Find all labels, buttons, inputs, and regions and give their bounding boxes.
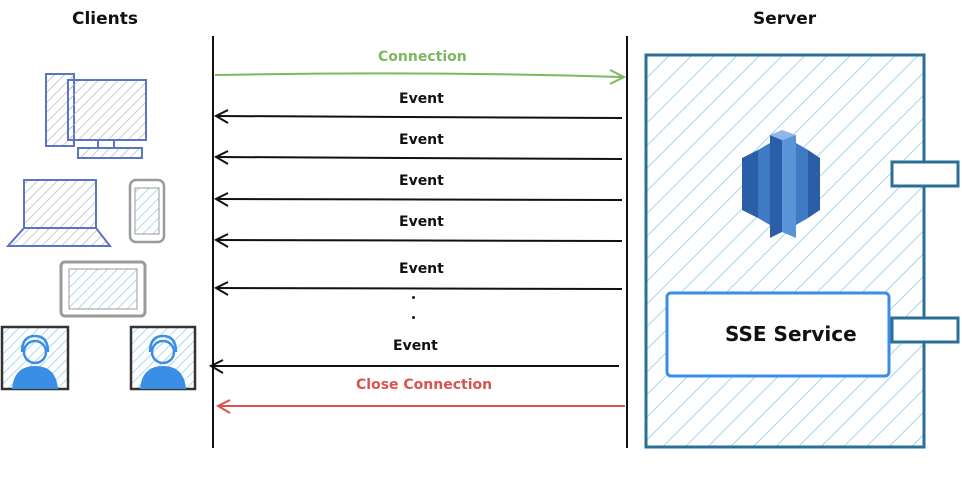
event-arrow <box>208 359 619 374</box>
connection-arrow <box>214 69 627 85</box>
close-connection-label: Close Connection <box>356 377 493 393</box>
event-label: Event <box>399 214 444 230</box>
user-avatar-icon <box>129 325 197 391</box>
event-arrow <box>213 150 623 165</box>
event-label: Event <box>399 132 444 148</box>
ellipsis-dot <box>412 316 415 319</box>
event-label: Event <box>399 173 444 189</box>
laptop-icon <box>5 179 113 247</box>
event-label: Event <box>399 261 444 277</box>
event-arrow <box>213 192 623 207</box>
sse-service-box <box>665 291 891 378</box>
ellipsis-dot <box>412 296 415 299</box>
event-arrow <box>213 109 623 124</box>
event-label: Event <box>399 91 444 107</box>
event-label: Event <box>393 338 438 354</box>
tablet-icon <box>59 260 147 318</box>
user-avatar-icon <box>0 325 70 391</box>
server-port-bottom <box>890 316 960 344</box>
connection-label: Connection <box>378 49 467 65</box>
clients-title: Clients <box>72 9 139 29</box>
server-box <box>644 53 960 449</box>
server-port-top <box>890 160 960 188</box>
event-arrow <box>213 281 623 296</box>
event-arrow <box>213 233 623 248</box>
database-icon <box>742 130 820 238</box>
phone-icon <box>128 178 166 244</box>
close-connection-arrow <box>215 399 625 414</box>
sse-service-label: SSE Service <box>725 322 857 346</box>
desktop-icon <box>45 73 147 159</box>
server-title: Server <box>753 9 817 29</box>
